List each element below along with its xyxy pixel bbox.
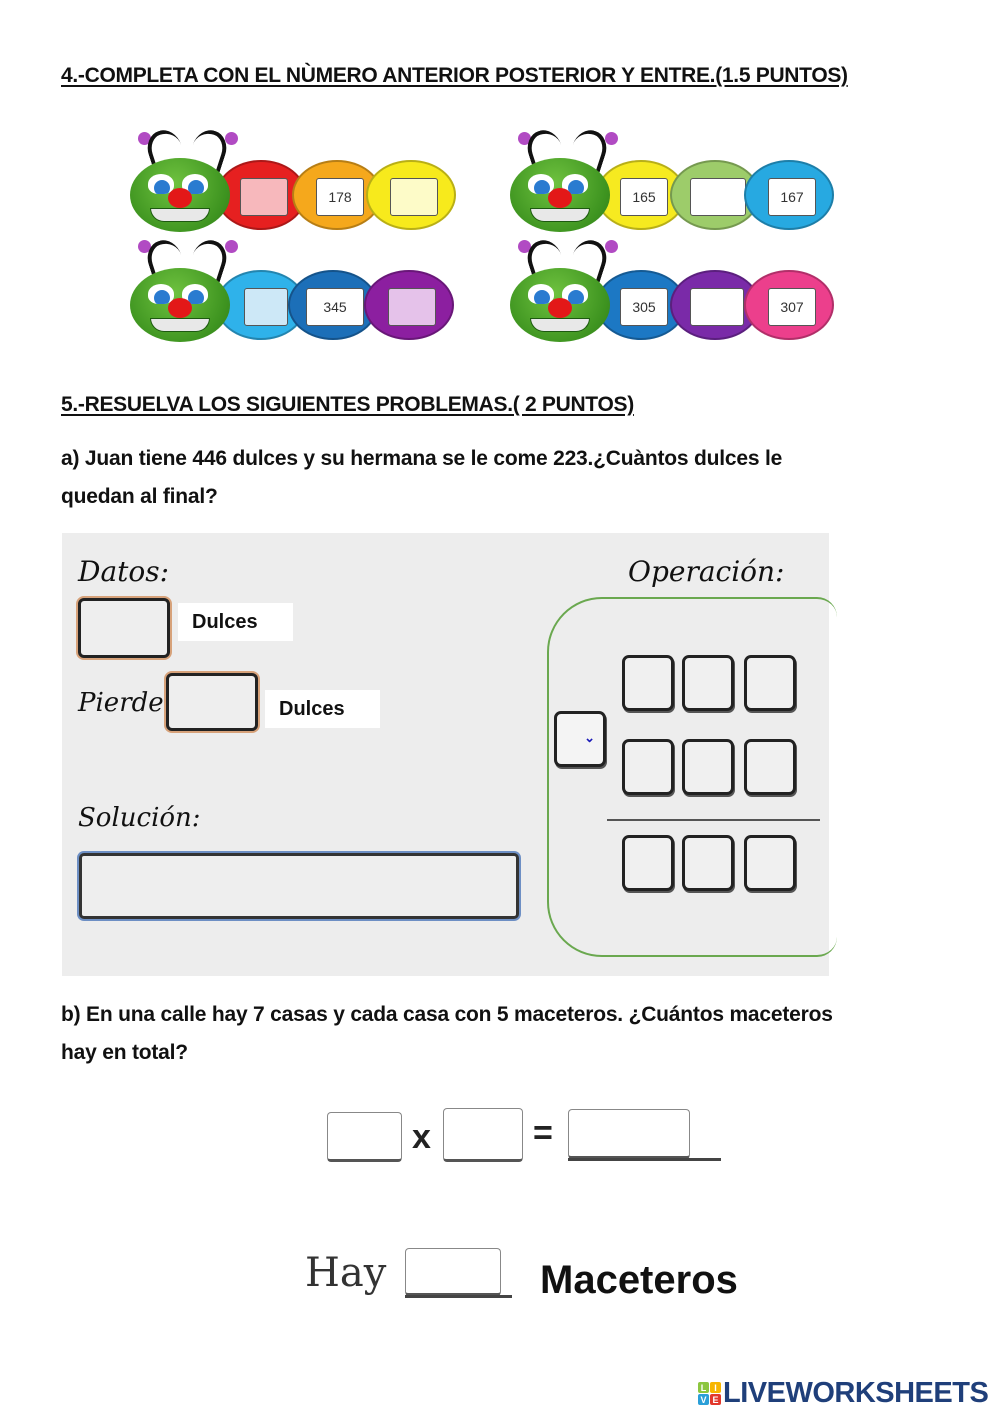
pierde-label: Pierde xyxy=(78,688,164,718)
answer-input[interactable] xyxy=(690,178,746,216)
datos-dulces-input[interactable] xyxy=(78,598,170,658)
result-tens-input[interactable] xyxy=(682,835,734,891)
subtrahend-units-input[interactable] xyxy=(744,739,796,795)
answer-input[interactable] xyxy=(690,288,744,326)
segment: 307 xyxy=(744,270,834,340)
problem-a-question: a) Juan tiene 446 dulces y su hermana se… xyxy=(61,440,941,516)
antenna-ball-icon xyxy=(138,132,151,145)
given-number: 167 xyxy=(768,178,816,216)
question-line: a) Juan tiene 446 dulces y su hermana se… xyxy=(61,447,783,470)
question-line: quedan al final? xyxy=(61,485,218,508)
pierde-dulces-input[interactable] xyxy=(166,673,258,731)
given-number: 165 xyxy=(620,178,668,216)
chevron-down-icon: ⌄ xyxy=(584,730,595,745)
segment: 167 xyxy=(744,160,834,230)
antenna-ball-icon xyxy=(225,132,238,145)
times-symbol: x xyxy=(412,1118,431,1156)
logo-tiles-icon: L I V E xyxy=(698,1382,721,1405)
segment xyxy=(670,160,760,230)
problem-b-question: b) En una calle hay 7 casas y cada casa … xyxy=(61,996,961,1072)
section-5-heading: 5.-RESUELVA LOS SIGUIENTES PROBLEMAS.( 2… xyxy=(61,393,634,416)
segment xyxy=(366,160,456,230)
answer-input[interactable] xyxy=(244,288,288,326)
answer-input[interactable] xyxy=(388,288,436,326)
dulces-label-2: Dulces xyxy=(265,690,380,728)
minuend-hundreds-input[interactable] xyxy=(622,655,674,711)
antenna-ball-icon xyxy=(605,240,618,253)
section-4-heading: 4.-COMPLETA CON EL NÙMERO ANTERIOR POSTE… xyxy=(61,64,848,87)
question-line: hay en total? xyxy=(61,1041,188,1064)
caterpillar-head-icon xyxy=(130,268,230,342)
caterpillar-head-icon xyxy=(130,158,230,232)
product-underline xyxy=(568,1158,721,1161)
factor-2-input[interactable] xyxy=(443,1108,523,1162)
antenna-ball-icon xyxy=(518,240,531,253)
product-input[interactable] xyxy=(568,1109,690,1159)
operation-frame xyxy=(547,597,837,957)
operation-divider xyxy=(607,819,820,821)
antenna-ball-icon xyxy=(225,240,238,253)
operacion-label: Operación: xyxy=(628,555,785,588)
segment: 345 xyxy=(288,270,378,340)
logo-text: LIVEWORKSHEETS xyxy=(723,1377,989,1409)
caterpillar-4: 305 307 xyxy=(510,230,840,342)
result-units-input[interactable] xyxy=(744,835,796,891)
liveworksheets-logo[interactable]: L I V E LIVEWORKSHEETS xyxy=(698,1377,989,1410)
antenna-ball-icon xyxy=(605,132,618,145)
given-number: 345 xyxy=(306,288,364,326)
answer-input[interactable] xyxy=(240,178,288,216)
hay-label: Hay xyxy=(305,1250,387,1296)
caterpillar-1: 178 xyxy=(130,120,460,232)
solucion-input[interactable] xyxy=(79,853,519,919)
answer-input[interactable] xyxy=(390,178,438,216)
maceteros-label: Maceteros xyxy=(540,1258,738,1302)
result-hundreds-input[interactable] xyxy=(622,835,674,891)
question-line: b) En una calle hay 7 casas y cada casa … xyxy=(61,1003,833,1026)
minuend-tens-input[interactable] xyxy=(682,655,734,711)
equals-symbol: = xyxy=(533,1114,553,1152)
subtrahend-hundreds-input[interactable] xyxy=(622,739,674,795)
factor-1-input[interactable] xyxy=(327,1112,402,1162)
caterpillar-2: 165 167 xyxy=(510,120,840,232)
antenna-ball-icon xyxy=(138,240,151,253)
caterpillar-head-icon xyxy=(510,158,610,232)
hay-answer-input[interactable] xyxy=(405,1248,501,1296)
segment xyxy=(364,270,454,340)
hay-underline xyxy=(405,1295,512,1298)
caterpillar-head-icon xyxy=(510,268,610,342)
given-number: 178 xyxy=(316,178,364,216)
problem-a-panel: Datos: Dulces Pierde Dulces Solución: Op… xyxy=(62,533,837,976)
datos-label: Datos: xyxy=(78,555,170,588)
operation-sign-select[interactable]: ⌄ xyxy=(554,711,606,767)
subtrahend-tens-input[interactable] xyxy=(682,739,734,795)
solucion-label: Solución: xyxy=(78,803,201,833)
antenna-ball-icon xyxy=(518,132,531,145)
caterpillar-3: 345 xyxy=(130,230,460,342)
minuend-units-input[interactable] xyxy=(744,655,796,711)
given-number: 305 xyxy=(620,288,668,326)
dulces-label-1: Dulces xyxy=(178,603,293,641)
given-number: 307 xyxy=(768,288,816,326)
